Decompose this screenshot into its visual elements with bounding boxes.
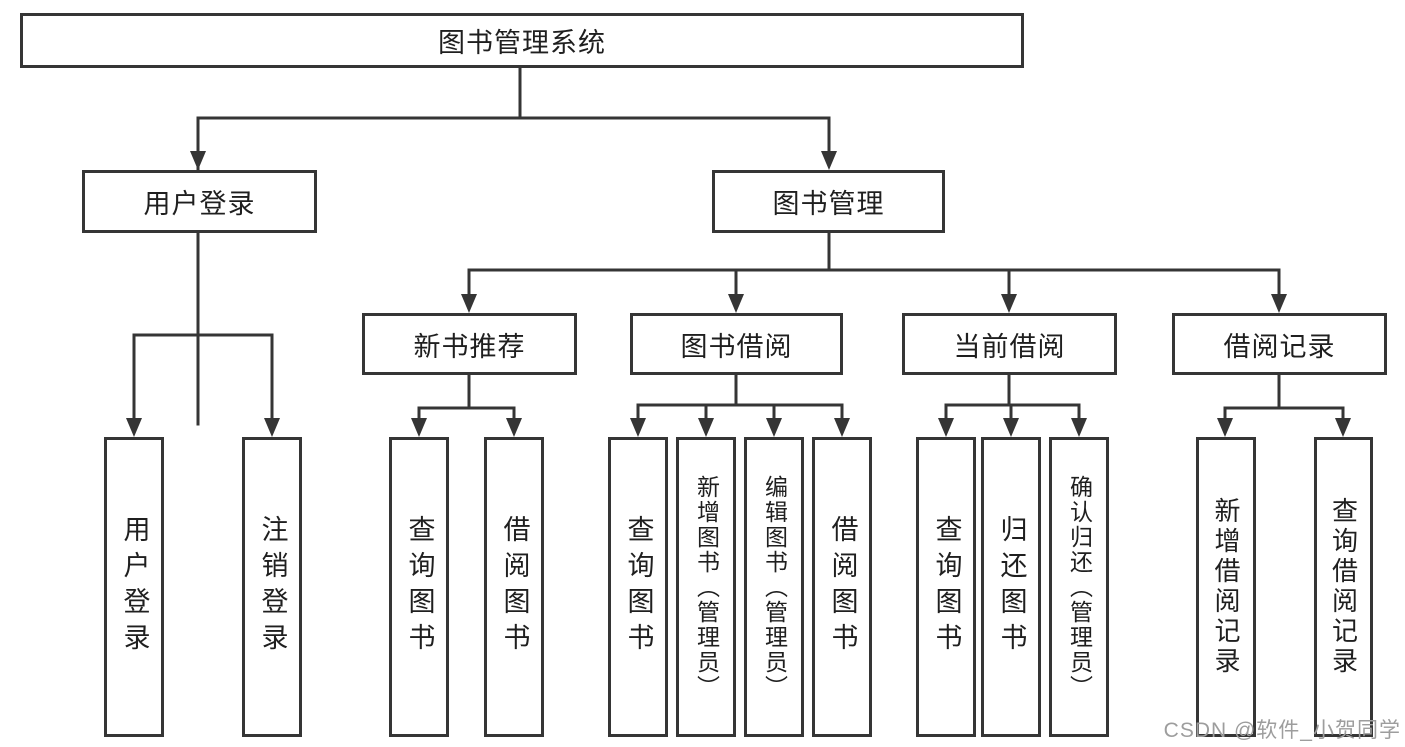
node-label: 图书借阅 xyxy=(680,331,793,362)
leaf-label: 确认归还（管理员） xyxy=(1066,474,1093,700)
leaf-confirm-return-admin: 确认归还（管理员） xyxy=(1049,437,1109,737)
node-current-borrow: 当前借阅 xyxy=(902,313,1117,375)
tree-edges xyxy=(132,66,1345,426)
arrowheads xyxy=(126,151,1351,437)
leaf-return-book: 归还图书 xyxy=(981,437,1041,737)
node-borrow-records: 借阅记录 xyxy=(1172,313,1387,375)
leaf-label: 查询图书 xyxy=(931,515,962,659)
leaf-label: 注销登录 xyxy=(257,515,288,659)
leaf-label: 归还图书 xyxy=(996,515,1027,659)
leaf-label: 用户登录 xyxy=(119,515,150,659)
node-label: 用户登录 xyxy=(143,189,256,219)
leaf-label: 查询图书 xyxy=(623,515,654,659)
leaf-borrow-books-recommend: 借阅图书 xyxy=(484,437,544,737)
node-new-book-recommend: 新书推荐 xyxy=(362,313,577,375)
node-library-management-system: 图书管理系统 xyxy=(20,13,1024,68)
leaf-label: 新增借阅记录 xyxy=(1211,497,1241,677)
leaf-query-books-recommend: 查询图书 xyxy=(389,437,449,737)
csdn-watermark: CSDN @软件_小贺同学 xyxy=(1163,719,1401,742)
leaf-label: 编辑图书（管理员） xyxy=(761,474,788,700)
leaf-label: 借阅图书 xyxy=(499,515,530,659)
leaf-edit-book-admin: 编辑图书（管理员） xyxy=(744,437,804,737)
leaf-label: 新增图书（管理员） xyxy=(693,474,720,700)
leaf-label: 借阅图书 xyxy=(827,515,858,659)
node-book-borrow: 图书借阅 xyxy=(630,313,843,375)
leaf-borrow-books: 借阅图书 xyxy=(812,437,872,737)
leaf-logout: 注销登录 xyxy=(242,437,302,737)
node-label: 新书推荐 xyxy=(413,331,526,362)
leaf-query-books-borrow: 查询图书 xyxy=(608,437,668,737)
node-book-management: 图书管理 xyxy=(712,170,945,233)
leaf-label: 查询图书 xyxy=(404,515,435,659)
leaf-query-books-current: 查询图书 xyxy=(916,437,976,737)
leaf-query-borrow-record: 查询借阅记录 xyxy=(1314,437,1373,737)
leaf-add-borrow-record: 新增借阅记录 xyxy=(1196,437,1256,737)
leaf-add-book-admin: 新增图书（管理员） xyxy=(676,437,736,737)
node-label: 借阅记录 xyxy=(1223,331,1336,362)
node-label: 图书管理 xyxy=(772,189,885,219)
node-label: 图书管理系统 xyxy=(438,28,606,58)
node-label: 当前借阅 xyxy=(953,331,1066,362)
leaf-label: 查询借阅记录 xyxy=(1328,497,1359,677)
leaf-user-login: 用户登录 xyxy=(104,437,164,737)
node-user-login-branch: 用户登录 xyxy=(82,170,317,233)
